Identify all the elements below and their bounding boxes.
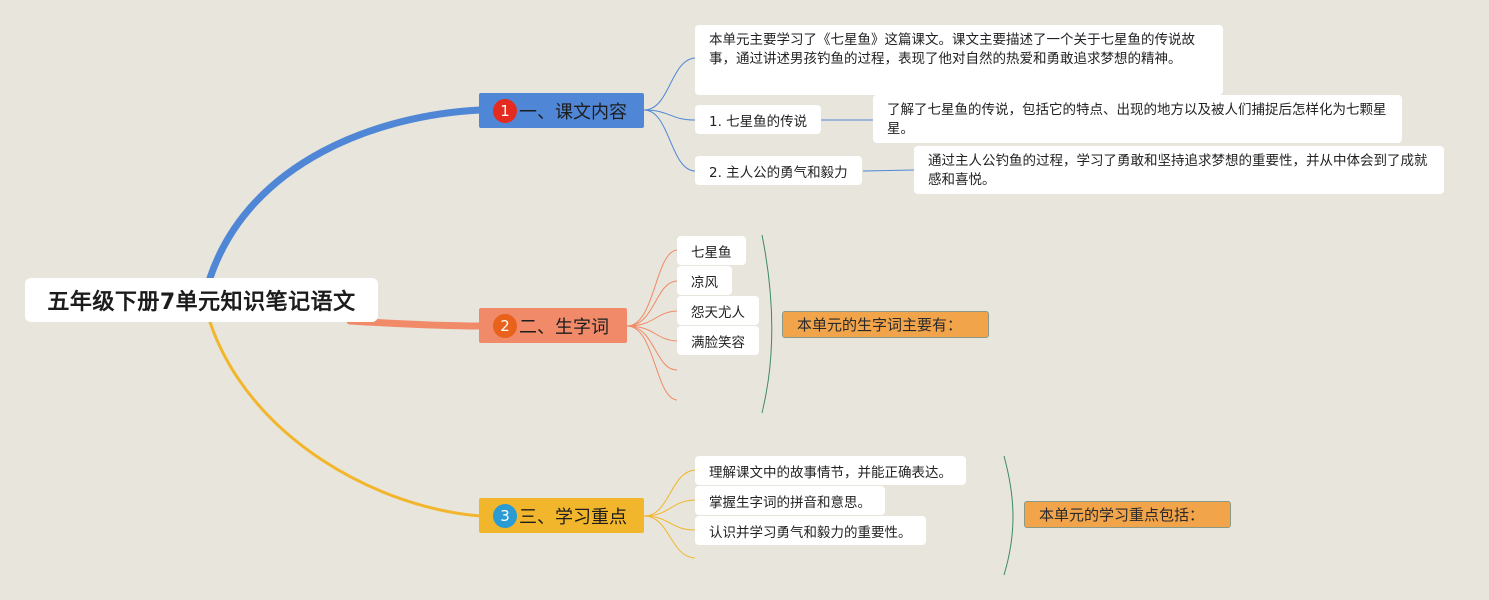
subtopic-courage-detail[interactable]: 通过主人公钓鱼的过程，学习了勇敢和坚持追求梦想的重要性，并从中体会到了成就感和喜… bbox=[914, 146, 1444, 194]
number-badge: 2 bbox=[493, 313, 517, 338]
summary-brace-2 bbox=[761, 234, 773, 414]
branch-topic-content[interactable]: 1 一、课文内容 bbox=[479, 93, 644, 128]
branch-topic-key-points[interactable]: 3 三、学习重点 bbox=[479, 498, 644, 533]
subtopic-legend-detail[interactable]: 了解了七星鱼的传说，包括它的特点、出现的地方以及被人们捕捉后怎样化为七颗星星。 bbox=[873, 95, 1402, 143]
summary-brace-3 bbox=[1003, 455, 1014, 576]
key-point[interactable]: 认识并学习勇气和毅力的重要性。 bbox=[695, 516, 926, 545]
branch-line-3 bbox=[208, 320, 482, 518]
number-badge: 3 bbox=[493, 503, 517, 528]
vocab-word[interactable]: 怨天尤人 bbox=[677, 296, 759, 325]
branch-topic-vocabulary[interactable]: 2 二、生字词 bbox=[479, 308, 627, 343]
content-summary[interactable]: 本单元主要学习了《七星鱼》这篇课文。课文主要描述了一个关于七星鱼的传说故事，通过… bbox=[695, 25, 1223, 95]
branch-label: 三、学习重点 bbox=[519, 506, 627, 528]
key-points-summary[interactable]: 本单元的学习重点包括： bbox=[1024, 501, 1231, 528]
subtopic-legend[interactable]: 1. 七星鱼的传说 bbox=[695, 105, 822, 134]
vocab-word[interactable]: 七星鱼 bbox=[677, 236, 746, 265]
branch-label: 一、课文内容 bbox=[519, 101, 627, 123]
key-point[interactable]: 理解课文中的故事情节，并能正确表达。 bbox=[695, 456, 966, 485]
number-badge: 1 bbox=[493, 98, 517, 123]
vocab-word[interactable]: 满脸笑容 bbox=[677, 326, 759, 355]
key-point[interactable]: 掌握生字词的拼音和意思。 bbox=[695, 486, 885, 515]
root-topic[interactable]: 五年级下册7单元知识笔记语文 bbox=[25, 278, 378, 322]
vocab-summary[interactable]: 本单元的生字词主要有： bbox=[782, 311, 989, 338]
subtopic-courage[interactable]: 2. 主人公的勇气和毅力 bbox=[695, 156, 862, 185]
vocab-word[interactable]: 凉风 bbox=[677, 266, 732, 295]
branch-line-1 bbox=[206, 106, 484, 282]
branch-label: 二、生字词 bbox=[519, 316, 609, 338]
